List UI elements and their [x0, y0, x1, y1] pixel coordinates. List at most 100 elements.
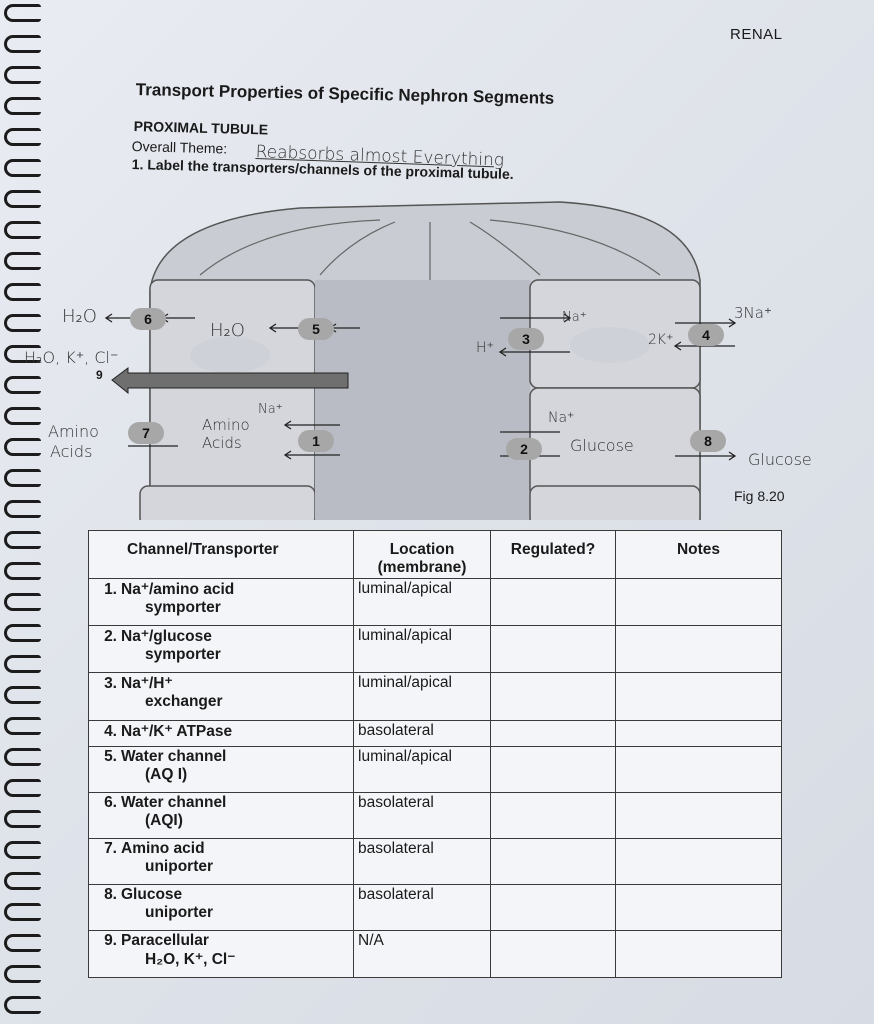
binding-ring [4, 66, 41, 84]
transporter-badge-7: 7 [128, 422, 164, 444]
row-number: 5. [104, 747, 117, 765]
transporter-table: Channel/Transporter Location (membrane) … [88, 530, 782, 979]
transporter-name-cont: (AQI) [145, 811, 183, 829]
cell-notes[interactable] [615, 791, 782, 839]
cell-notes[interactable] [615, 837, 782, 885]
segment-heading: PROXIMAL TUBULE [133, 118, 269, 138]
binding-ring [4, 717, 41, 735]
binding-ring [4, 345, 41, 363]
table-row: 6.Water channel(AQI)basolateral [88, 791, 782, 839]
paracellular-badge-9: 9 [96, 368, 103, 382]
binding-ring [4, 810, 41, 828]
transporter-badge-3: 3 [508, 328, 544, 350]
label-na-glucose: Na⁺ [548, 410, 575, 426]
page-title: Transport Properties of Specific Nephron… [135, 80, 555, 108]
label-glucose-right: Glucose [748, 450, 812, 469]
binding-ring [4, 965, 41, 983]
cell-transporter: 4.Na⁺/K⁺ ATPase [88, 719, 354, 747]
binding-ring [4, 190, 41, 208]
binding-ring [4, 624, 41, 642]
binding-ring [4, 903, 41, 921]
row-number: 7. [104, 839, 117, 857]
cell-location: luminal/apical [353, 672, 491, 721]
cell-notes[interactable] [615, 929, 782, 979]
cell-regulated[interactable] [490, 719, 616, 747]
transporter-name-cont: (AQ I) [145, 765, 188, 783]
binding-ring [4, 934, 41, 952]
cell-notes[interactable] [615, 883, 782, 931]
transporter-badge-2: 2 [506, 438, 542, 460]
transporter-name-cont: symporter [145, 599, 221, 616]
transporter-name: Na⁺/K⁺ ATPase [121, 722, 233, 740]
label-na-amino: Na⁺ [258, 402, 283, 417]
transporter-badge-4: 4 [688, 324, 724, 346]
transporter-name-cont: H₂O, K⁺, Cl⁻ [145, 950, 236, 968]
cell-location: N/A [353, 929, 491, 979]
transporter-name: Na⁺/amino acid [121, 581, 235, 598]
cell-regulated[interactable] [490, 672, 616, 721]
figure-label: Fig 8.20 [734, 488, 785, 504]
transporter-name: Na⁺/glucose [121, 628, 212, 646]
row-number: 1. [104, 581, 117, 598]
binding-ring [4, 4, 41, 22]
binding-ring [4, 252, 41, 270]
transporter-name: Water channel [121, 793, 227, 811]
cell-regulated[interactable] [490, 577, 616, 627]
cell-regulated[interactable] [490, 837, 616, 885]
cell-regulated[interactable] [490, 791, 616, 839]
table-row: 5.Water channel(AQ I)luminal/apical [88, 745, 782, 793]
col-header-transporter: Channel/Transporter [88, 530, 354, 579]
cell-regulated[interactable] [490, 883, 616, 931]
label-2k: 2K⁺ [648, 332, 674, 348]
binding-ring [4, 531, 41, 549]
cell-regulated[interactable] [490, 745, 616, 793]
cell-transporter: 6.Water channel(AQI) [88, 791, 354, 839]
transporter-name: Glucose [121, 885, 183, 903]
cell-regulated[interactable] [490, 625, 616, 674]
cell-transporter: 3.Na⁺/H⁺exchanger [88, 672, 354, 721]
cell-location: basolateral [353, 837, 491, 885]
binding-ring [4, 996, 41, 1014]
transporter-name-cont: exchanger [145, 693, 223, 711]
col-header-location: Location (membrane) [353, 530, 491, 579]
cell-notes[interactable] [615, 672, 782, 721]
label-3na: 3Na⁺ [734, 304, 772, 322]
binding-ring [4, 128, 41, 146]
transporter-badge-1: 1 [298, 430, 334, 452]
binding-ring [4, 283, 41, 301]
cell-location: luminal/apical [353, 625, 491, 674]
cell-transporter: 5.Water channel(AQ I) [88, 745, 354, 793]
transporter-name-cont: symporter [145, 646, 221, 664]
row-number: 6. [104, 793, 117, 811]
row-number: 2. [104, 628, 117, 646]
table-header-row: Channel/Transporter Location (membrane) … [88, 530, 782, 579]
cell-regulated[interactable] [490, 929, 616, 979]
cell-notes[interactable] [615, 625, 782, 674]
binding-ring [4, 748, 41, 766]
binding-ring [4, 686, 41, 704]
transporter-name: Na⁺/H⁺ [121, 675, 173, 693]
cell-notes[interactable] [615, 577, 782, 627]
label-amino-left-1: Amino [48, 422, 99, 441]
label-h2o-left: H₂O [62, 306, 97, 327]
binding-ring [4, 469, 41, 487]
transporter-name: Amino acid [121, 839, 205, 857]
cell-notes[interactable] [615, 719, 782, 747]
proximal-tubule-diagram: 6 5 3 4 7 1 2 8 9 H₂O H₂O H₂O, K⁺, Cl⁻ A… [0, 180, 874, 527]
theme-label: Overall Theme: [131, 138, 228, 157]
label-h-plus: H⁺ [476, 340, 494, 356]
label-glucose-mid: Glucose [570, 436, 634, 455]
col-header-regulated: Regulated? [490, 530, 616, 579]
binding-ring [4, 872, 41, 890]
binding-ring [4, 314, 41, 332]
cell-notes[interactable] [615, 745, 782, 793]
label-h2o-mid: H₂O [210, 320, 245, 341]
